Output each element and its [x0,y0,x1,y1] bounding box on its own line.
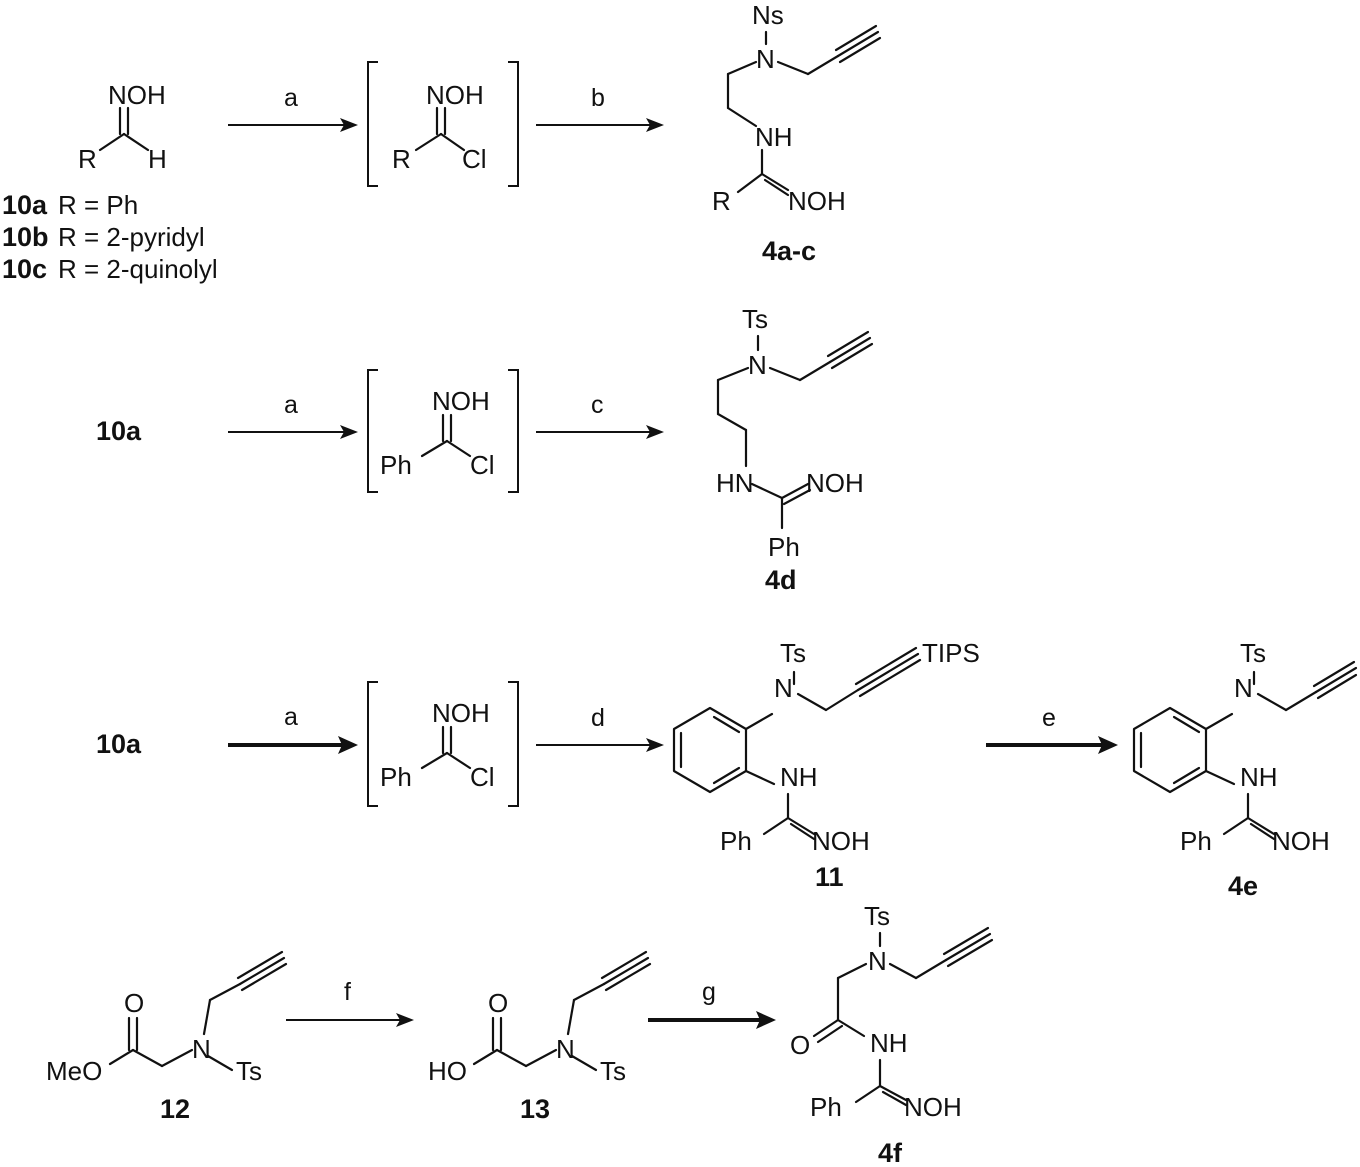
compound-10c-r: R = 2-quinolyl [58,254,218,284]
reagent-b-label: b [591,84,605,112]
imidoyl-chloride-intermediate-3: NOH Ph Cl [367,681,519,807]
compound-13-structure: O HO N Ts [428,950,652,1086]
product-4d-structure: Ts N HN NOH Ph [716,304,874,562]
oxime-h-label: H [148,144,167,174]
int1-cl-label: Cl [462,144,487,174]
ts-label-13: Ts [600,1056,626,1086]
arrow-g: g [648,978,776,1029]
ts-label-p4: Ts [1240,638,1266,668]
compound-10a-label: 10a [2,190,48,220]
o-label-13: O [488,988,508,1018]
int2-ph-label: Ph [380,450,412,480]
int3-cl-label: Cl [470,762,495,792]
nh-label-p3: NH [780,762,818,792]
compound-4f-label: 4f [878,1138,903,1167]
arrow-b: b [536,84,664,132]
int3-ph-label: Ph [380,762,412,792]
oxime-10-structure: NOH R H [78,80,167,174]
tips-label: TIPS [922,638,980,668]
n-label-p4: N [1234,673,1253,703]
reagent-e-label: e [1042,704,1056,732]
ts-label-p6: Ts [864,901,890,931]
noh-label-p4: NOH [1272,826,1330,856]
compound-11-label: 11 [815,862,844,892]
ho-label: HO [428,1056,467,1086]
ts-label-p2: Ts [742,304,768,334]
compound-11-structure: N Ts TIPS NH Ph NOH [672,638,980,856]
arrow-a-row1: a [228,84,358,132]
reagent-g-label: g [702,978,716,1006]
n-label-p3: N [774,673,793,703]
compound-10c-label: 10c [2,254,47,284]
imidoyl-chloride-intermediate-1: NOH R Cl [367,61,519,187]
product-4a-c-structure: Ns N NH R NOH [712,0,882,216]
compound-10a-row3: 10a [96,729,142,759]
compound-12-label: 12 [160,1094,190,1124]
oxime-noh-label: NOH [108,80,166,110]
ph-label-p6: Ph [810,1092,842,1122]
noh-label-p2: NOH [806,468,864,498]
reagent-c-label: c [591,391,604,419]
noh-label-p1: NOH [788,186,846,216]
r-label-p1: R [712,186,731,216]
arrow-d: d [536,704,664,752]
arrow-a-row2: a [228,391,358,439]
ph-label-p3: Ph [720,826,752,856]
noh-label-p6: NOH [904,1092,962,1122]
oxime-r-label: R [78,144,97,174]
ts-label-p3: Ts [780,638,806,668]
arrow-a-row3: a [228,703,358,754]
ns-label: Ns [752,0,784,30]
n-label-p2: N [748,350,767,380]
compound-12-structure: O MeO N Ts [46,950,288,1086]
n-label-1: N [756,44,775,74]
int1-noh-label: NOH [426,80,484,110]
nh-label-p4: NH [1240,762,1278,792]
compound-10b-label: 10b [2,222,49,252]
n-label-p6: N [868,946,887,976]
int3-noh-label: NOH [432,698,490,728]
n-label-13: N [556,1034,575,1064]
o-label-12: O [124,988,144,1018]
o-label-p6: O [790,1030,810,1060]
int1-r-label: R [392,144,411,174]
int2-cl-label: Cl [470,450,495,480]
arrow-f: f [286,978,414,1027]
arrow-c: c [536,391,664,439]
ts-label-12: Ts [236,1056,262,1086]
nh-label-p6: NH [870,1028,908,1058]
reagent-a-label: a [284,84,298,112]
ph-label-p4: Ph [1180,826,1212,856]
imidoyl-chloride-intermediate-2: NOH Ph Cl [367,369,519,493]
hn-label-p2: HN [716,468,754,498]
arrow-e: e [986,704,1118,754]
n-label-12: N [192,1034,211,1064]
meo-label: MeO [46,1056,102,1086]
start-legend: 10a R = Ph 10b R = 2-pyridyl 10c R = 2-q… [2,190,218,284]
product-4e-structure: N Ts NH Ph NOH [1132,638,1358,856]
ph-label-p2: Ph [768,532,800,562]
product-4f-structure: Ts N O NH Ph NOH [790,901,994,1122]
compound-13-label: 13 [520,1094,550,1124]
nh-label-1: NH [755,122,793,152]
compound-4e-label: 4e [1228,871,1258,901]
noh-label-p3: NOH [812,826,870,856]
compound-10a-r: R = Ph [58,190,138,220]
reagent-a-label-3: a [284,703,298,731]
reagent-f-label: f [344,978,351,1006]
compound-10b-r: R = 2-pyridyl [58,222,205,252]
compound-4a-c-label: 4a-c [762,236,816,266]
compound-4d-label: 4d [765,565,797,595]
int2-noh-label: NOH [432,386,490,416]
compound-10a-row2: 10a [96,416,142,446]
reagent-a-label-2: a [284,391,298,419]
reagent-d-label: d [591,704,605,732]
